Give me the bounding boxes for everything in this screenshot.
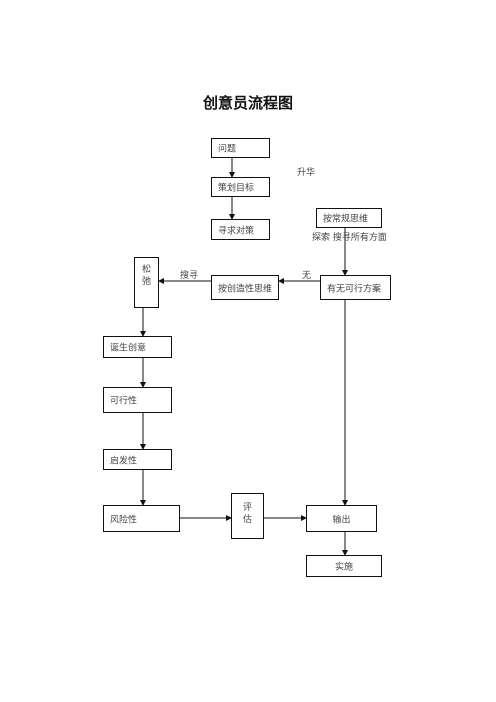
node-songchi-label: 松弛: [141, 265, 151, 287]
node-pinggu-label: 评估: [242, 503, 252, 525]
node-qifa: 启发性: [103, 449, 172, 470]
node-changgui: 按常规思维: [316, 208, 382, 228]
node-kexing-label: 可行性: [110, 396, 138, 407]
node-cehua-label: 策划目标: [218, 183, 255, 194]
node-chuangzao-label: 按创造性思维: [218, 284, 273, 294]
node-songchi: 松弛: [134, 257, 159, 308]
node-wenti-label: 问题: [218, 144, 237, 155]
node-kexing: 可行性: [103, 387, 172, 413]
node-youwu-label: 有无可行方案: [327, 284, 382, 294]
label-wu: 无: [302, 271, 312, 281]
node-wenti: 问题: [211, 138, 270, 158]
node-fengxian: 风险性: [103, 505, 180, 532]
node-dansheng: 诞生创意: [103, 336, 172, 358]
node-youwu: 有无可行方案: [320, 275, 391, 300]
node-cehua: 策划目标: [211, 177, 270, 197]
label-shenghua: 升华: [297, 168, 316, 178]
node-shishi-label: 实施: [334, 562, 353, 573]
node-chuangzao: 按创造性思维: [211, 275, 279, 300]
node-shishi: 实施: [306, 555, 382, 577]
node-pinggu: 评估: [231, 493, 264, 539]
chart-title: 创意员流程图: [202, 94, 293, 112]
label-tansuo: 探索 搜寻所有方面: [312, 233, 387, 243]
node-xunqiu: 寻求对策: [211, 219, 270, 240]
node-qifa-label: 启发性: [110, 456, 138, 466]
node-shuchu-label: 输出: [332, 515, 351, 525]
label-sousun: 搜寻: [180, 271, 199, 281]
node-fengxian-label: 风险性: [110, 515, 138, 525]
node-dansheng-label: 诞生创意: [110, 343, 147, 354]
node-changgui-label: 按常规思维: [323, 214, 369, 225]
node-shuchu: 输出: [306, 505, 377, 532]
node-xunqiu-label: 寻求对策: [218, 226, 255, 236]
